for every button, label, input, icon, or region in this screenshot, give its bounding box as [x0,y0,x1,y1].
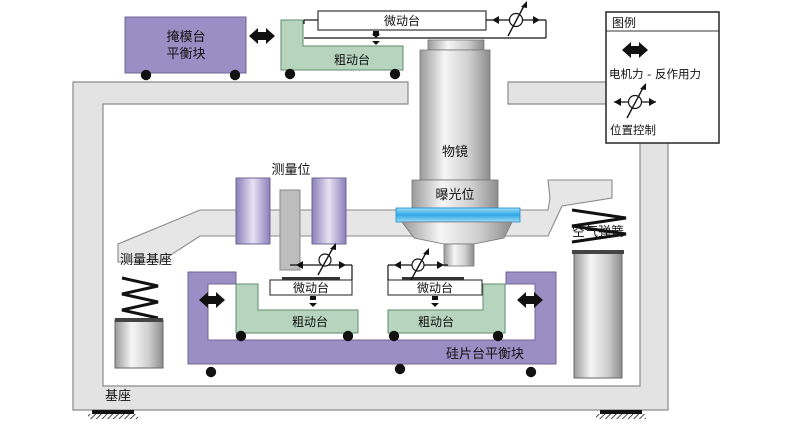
left-coarse-wheel-left [235,330,247,342]
left-position-control-icon [290,243,353,280]
top-coarse-stage-label: 粗动台 [334,52,370,67]
reticle-balance-wheel-right [229,69,241,81]
right-pillar [573,251,623,379]
legend-position-control-icon [614,83,656,119]
left-pillar [114,319,164,369]
air-spring-label: 空气弹簧 [572,224,624,240]
left-spring-icon [121,276,159,320]
legend-motor-force-label: 电机力 - 反作用力 [609,67,701,81]
legend-position-control-label: 位置控制 [610,123,656,137]
reticle-coarse-wheel-right [389,68,401,80]
reticle-coarse-wheel-left [284,68,296,80]
exposure-position-label: 曝光位 [435,188,474,203]
ground-left-icon [88,410,138,419]
reticle-balance-label-1: 掩模台 [166,30,205,45]
right-coarse-wheel-left [388,330,400,342]
left-fine-stage-label: 微动台 [293,280,329,295]
right-coarse-stage-label: 粗动台 [418,314,454,329]
left-coarse-stage [235,283,359,334]
right-coarse-wheel-right [492,330,504,342]
objective-lens-label: 物镜 [442,145,468,160]
reticle-balance-wheel-left [140,69,152,81]
reticle-coarse-stage [280,19,404,71]
legend-title: 图例 [612,16,636,30]
reticle-force-arrow-icon [249,28,275,44]
right-position-control-icon [387,248,448,281]
top-fine-stage-label: 微动台 [384,13,420,28]
measurement-base-label: 测量基座 [120,253,172,268]
legend [605,11,720,144]
reticle-balance-label-2: 平衡块 [166,47,205,62]
reticle-position-control-icon [303,1,547,39]
reticle-stage-connector-icon [372,31,380,45]
reticle-balance-mass [124,16,247,74]
base-label: 基座 [105,389,131,404]
left-pillar-top [115,318,163,322]
right-spring-icon [571,208,627,244]
exposure-glow [395,207,521,223]
right-stage-connector-icon [431,296,439,307]
measurement-base-shelf [117,179,613,263]
ground-right-icon [596,410,646,419]
left-coarse-wheel-right [342,330,354,342]
right-fine-stage-label: 微动台 [417,280,453,295]
wafer-balance-label: 硅片台平衡块 [446,347,524,362]
left-coarse-stage-label: 粗动台 [292,314,328,329]
measurement-sensor-left [235,177,271,245]
right-pillar-top [572,250,624,254]
wafer-balance-wheel-mid [394,363,406,375]
right-coarse-stage [387,283,506,334]
measurement-sensor-right [311,177,347,245]
measurement-position-label: 测量位 [271,163,310,178]
measurement-sensor-center [279,189,301,271]
left-stage-connector-icon [309,296,317,307]
wafer-balance-wheel-right [525,366,537,378]
objective-lens [395,39,521,267]
wafer-balance-wheel-left [205,366,217,378]
